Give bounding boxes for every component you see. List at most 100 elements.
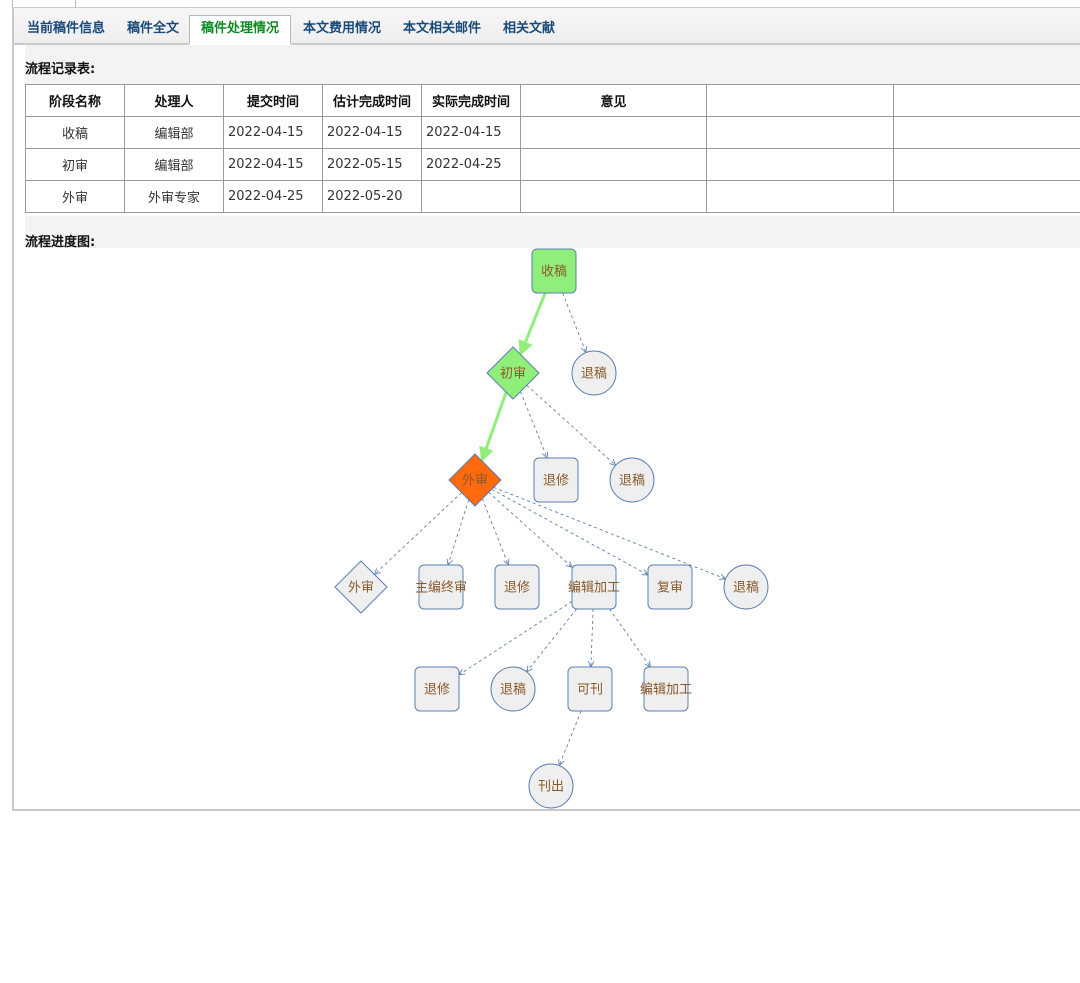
flow-node-label: 退稿 — [733, 580, 759, 596]
table-cell — [520, 180, 707, 213]
flow-node[interactable]: 复审 — [647, 564, 693, 610]
table-cell — [520, 148, 707, 181]
table-cell: 初审 — [25, 148, 125, 181]
flow-node-label: 外审 — [348, 581, 374, 596]
flow-node-label: 退稿 — [619, 473, 645, 489]
tab-full-text[interactable]: 稿件全文 — [127, 21, 180, 36]
tab-related-literature[interactable]: 相关文献 — [503, 21, 556, 36]
top-frame-edge — [12, 0, 1080, 8]
flow-node[interactable]: 外审 — [448, 453, 502, 507]
flow-node-shape — [418, 564, 464, 610]
progress-section-header: 流程进度图: — [25, 216, 1080, 250]
flow-node-label: 刊出 — [538, 780, 564, 795]
flow-node-label: 编辑加工 — [568, 581, 620, 596]
table-cell — [893, 180, 1080, 213]
flow-node-label: 退稿 — [500, 682, 526, 698]
flow-node-label: 初审 — [500, 367, 526, 382]
table-cell: 外审 — [25, 180, 125, 213]
table-cell: 收稿 — [25, 116, 125, 149]
table-cell: 2022-04-25 — [421, 148, 521, 181]
flow-node[interactable]: 退稿 — [571, 350, 617, 396]
flow-node-shape — [448, 453, 502, 507]
table-row: 收稿 编辑部 2022-04-15 2022-04-15 2022-04-15 — [25, 116, 1080, 149]
flow-node-shape — [571, 350, 617, 396]
flow-node[interactable]: 初审 — [486, 346, 540, 400]
flow-node[interactable]: 退稿 — [723, 564, 769, 610]
flow-node-label: 退修 — [424, 683, 450, 698]
table-row: 外审 外审专家 2022-04-25 2022-05-20 — [25, 180, 1080, 213]
table-cell — [520, 116, 707, 149]
flow-node-shape — [723, 564, 769, 610]
column-header: 实际完成时间 — [421, 84, 521, 117]
flow-node-label: 退修 — [504, 581, 530, 596]
flow-node-label: 复审 — [657, 581, 683, 596]
table-cell: 2022-04-15 — [223, 116, 323, 149]
flow-node-shape — [528, 763, 574, 809]
process-record-table: 阶段名称 处理人 提交时间 估计完成时间 实际完成时间 意见 收稿 编辑部 20… — [25, 84, 1080, 213]
flow-node-label: 收稿 — [541, 264, 567, 280]
flow-node-shape — [494, 564, 540, 610]
flow-node-label: 退稿 — [581, 366, 607, 382]
tab-fee-status[interactable]: 本文费用情况 — [303, 21, 382, 36]
column-header: 估计完成时间 — [322, 84, 422, 117]
table-cell — [893, 148, 1080, 181]
flow-node[interactable]: 主编终审 — [415, 564, 467, 610]
flow-node-shape — [334, 560, 388, 614]
column-header: 意见 — [520, 84, 707, 117]
table-cell — [421, 180, 521, 213]
table-cell — [706, 180, 894, 213]
table-cell: 2022-04-15 — [322, 116, 422, 149]
table-cell: 编辑部 — [124, 148, 224, 181]
flow-node[interactable]: 退修 — [414, 666, 460, 712]
flow-node-shape — [567, 666, 613, 712]
flow-node[interactable]: 退修 — [494, 564, 540, 610]
table-cell: 2022-04-15 — [223, 148, 323, 181]
flow-node-shape — [609, 457, 655, 503]
flow-node-shape — [647, 564, 693, 610]
table-header-row: 阶段名称 处理人 提交时间 估计完成时间 实际完成时间 意见 — [25, 84, 1080, 117]
table-cell: 2022-05-15 — [322, 148, 422, 181]
flow-node-label: 退修 — [543, 474, 569, 489]
tab-processing-status[interactable]: 稿件处理情况 — [189, 15, 292, 45]
table-cell — [706, 148, 894, 181]
record-section-header: 流程记录表: — [25, 45, 1080, 84]
flow-node-label: 编辑加工 — [640, 683, 692, 698]
flow-node[interactable]: 外审 — [334, 560, 388, 614]
flow-node-shape — [486, 346, 540, 400]
flow-node[interactable]: 退修 — [533, 457, 579, 503]
flow-node-label: 主编终审 — [415, 580, 467, 596]
tab-bar: 当前稿件信息 稿件全文 稿件处理情况 本文费用情况 本文相关邮件 相关文献 — [14, 8, 1080, 45]
record-section-title: 流程记录表: — [25, 62, 96, 77]
table-cell: 2022-05-20 — [322, 180, 422, 213]
flow-node[interactable]: 退稿 — [609, 457, 655, 503]
flow-node[interactable]: 收稿 — [531, 248, 577, 294]
progress-section-title: 流程进度图: — [25, 235, 96, 250]
tab-current-manuscript-info[interactable]: 当前稿件信息 — [27, 21, 106, 36]
flow-node-label: 可刊 — [577, 683, 603, 698]
flow-node-shape — [490, 666, 536, 712]
flow-node-shape — [571, 564, 617, 610]
flow-node[interactable]: 退稿 — [490, 666, 536, 712]
flow-node-shape — [414, 666, 460, 712]
flow-node-shape — [531, 248, 577, 294]
flow-node[interactable]: 刊出 — [528, 763, 574, 809]
column-header: 阶段名称 — [25, 84, 125, 117]
table-cell: 2022-04-15 — [421, 116, 521, 149]
table-cell: 编辑部 — [124, 116, 224, 149]
flow-node-shape — [533, 457, 579, 503]
tab-related-emails[interactable]: 本文相关邮件 — [403, 21, 482, 36]
flow-node-shape — [643, 666, 689, 712]
flow-node[interactable]: 可刊 — [567, 666, 613, 712]
column-header — [706, 84, 894, 117]
column-header: 处理人 — [124, 84, 224, 117]
flow-node[interactable]: 编辑加工 — [568, 564, 620, 610]
table-cell: 2022-04-25 — [223, 180, 323, 213]
column-header: 提交时间 — [223, 84, 323, 117]
table-cell: 外审专家 — [124, 180, 224, 213]
manuscript-panel: 当前稿件信息 稿件全文 稿件处理情况 本文费用情况 本文相关邮件 相关文献 流程… — [12, 8, 1080, 811]
flow-node[interactable]: 编辑加工 — [640, 666, 692, 712]
column-header — [893, 84, 1080, 117]
flow-node-label: 外审 — [462, 474, 488, 489]
table-row: 初审 编辑部 2022-04-15 2022-05-15 2022-04-25 — [25, 148, 1080, 181]
